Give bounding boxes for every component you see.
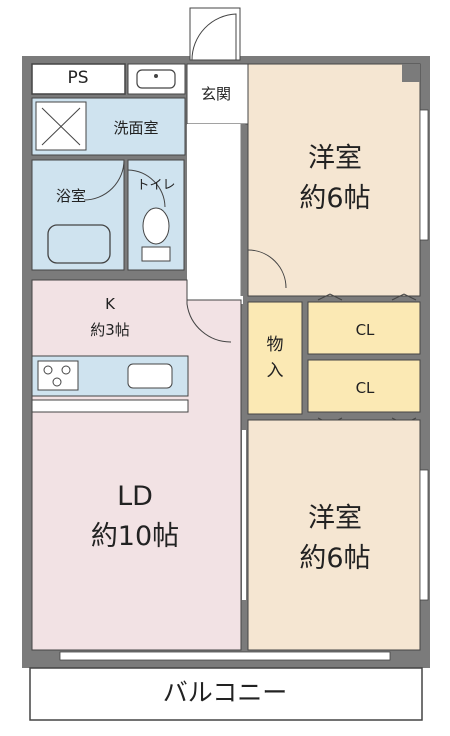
stove-icon: [37, 360, 79, 391]
toilet-bowl-icon: [142, 207, 170, 245]
ld-door-arc: [186, 300, 232, 343]
toilet-door-arc: [127, 169, 166, 208]
genkan-label: 玄関: [200, 85, 231, 103]
washing-machine-x2: [41, 107, 81, 146]
ps-label: PS: [67, 68, 89, 88]
kitchen-name: K: [105, 295, 115, 313]
senmen-label: 洗面室: [113, 119, 159, 137]
storage-floor: [247, 301, 303, 415]
closet-2-floor: [307, 359, 421, 413]
ld-name: LD: [117, 481, 153, 512]
closet-2-label: CL: [355, 379, 375, 397]
toilet-label: トイレ: [136, 178, 176, 193]
burner-icon: [52, 377, 62, 387]
window-south: [59, 651, 391, 661]
western-north-size: 約6帖: [299, 183, 371, 214]
western-north-name: 洋室: [308, 143, 362, 174]
pillar: [402, 64, 420, 82]
storage-label: 物入: [266, 335, 284, 381]
western-south-size: 約6帖: [299, 543, 371, 574]
closet-1-label: CL: [355, 321, 375, 339]
western-north-door-arc: [247, 249, 287, 289]
closet-door-marks: [317, 293, 417, 425]
kitchen-partition: [31, 399, 189, 413]
window-east-lower: [419, 469, 429, 601]
burner-icon: [61, 365, 71, 375]
balcony-floor: [29, 667, 423, 721]
closet-1-floor: [307, 301, 421, 355]
western-room-north-floor: [247, 63, 421, 297]
toilet-tank-icon: [141, 246, 171, 262]
burner-icon: [43, 365, 53, 375]
entrance-floor: [186, 63, 249, 125]
corridor-floor: [187, 124, 243, 304]
western-south-name: 洋室: [308, 503, 362, 534]
bathtub-icon: [47, 224, 111, 264]
kitchen-sink-icon: [127, 363, 173, 389]
western-room-south-floor: [247, 419, 421, 651]
ld-size: 約10帖: [90, 521, 180, 552]
yokushitsu-label: 浴室: [55, 187, 86, 205]
small-sink-icon: [136, 69, 176, 89]
kitchen-size: 約3帖: [90, 321, 130, 339]
sink-drain-icon: [154, 74, 158, 78]
bath-door-arc: [83, 159, 125, 201]
balcony-label: バルコニー: [162, 678, 288, 707]
ps-box: [31, 63, 126, 95]
entrance-door-arc: [191, 13, 237, 61]
window-east-upper: [419, 109, 429, 241]
entrance-door-frame: [189, 7, 241, 61]
